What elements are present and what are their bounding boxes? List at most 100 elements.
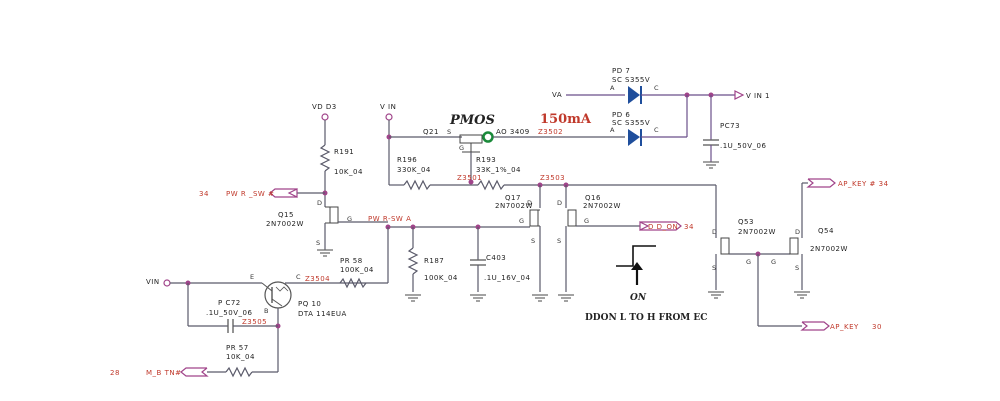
pwr-sw-port-icon — [287, 188, 298, 198]
pd7-pin-a: A — [610, 84, 615, 92]
pc73-ref: PC73 — [720, 122, 740, 130]
port-ap-key-hash: AP_KEY # 34 — [838, 180, 889, 188]
pr58-value: 100K_04 — [340, 266, 374, 274]
ground-icon — [558, 294, 574, 302]
q16-pin-d: D — [557, 199, 562, 207]
q54-pin-g: G — [771, 258, 776, 266]
ground-icon — [703, 161, 719, 169]
pq10-pin-c: C — [296, 273, 301, 281]
q54-mosfet-icon — [789, 237, 799, 255]
ground-icon — [317, 249, 333, 257]
ground-icon — [794, 291, 810, 299]
probe-marker-icon — [482, 131, 494, 143]
pq10-pin-b: B — [264, 307, 268, 315]
net-z3504: Z3504 — [305, 275, 330, 283]
vin1-port-icon — [734, 90, 745, 100]
pd7-ref: PD 7 — [612, 67, 630, 75]
pd6-value: SC S355V — [612, 119, 650, 127]
port-mbtn-num: 28 — [110, 369, 120, 377]
q15-value: 2N7002W — [266, 220, 304, 228]
q54-pin-s: S — [795, 264, 799, 272]
ap-key-hash-port-icon — [806, 178, 836, 188]
q15-pin-g: G — [347, 215, 352, 223]
port-dd-on-num: 34 — [684, 223, 694, 231]
port-ap-key: AP_KEY — [830, 323, 859, 331]
ap-key-port-icon — [800, 321, 830, 331]
r187-ref: R187 — [424, 257, 444, 265]
r193-value: 33K_1%_04 — [476, 166, 521, 174]
q16-value: 2N7002W — [583, 202, 621, 210]
port-vin-top: V IN — [380, 103, 396, 111]
port-va: VA — [552, 91, 562, 99]
q17-ref: Q17 — [505, 194, 521, 202]
q21-ref: Q21 — [423, 128, 439, 136]
pmos-note: PMOS — [449, 113, 495, 128]
pq10-ref: PQ 10 — [298, 300, 321, 308]
pd6-ref: PD 6 — [612, 111, 630, 119]
pq10-section: VIN E C PQ 10 DTA 114EUA B P C72 .1U_50V… — [110, 273, 347, 378]
net-z3505: Z3505 — [242, 318, 267, 326]
on-label: ON — [630, 293, 647, 303]
r191-value: 10K_04 — [334, 168, 363, 176]
q54-ref: Q54 — [818, 227, 834, 235]
pc73-value: .1U_50V_06 — [720, 142, 766, 150]
pq10-value: DTA 114EUA — [298, 310, 347, 318]
mbtn-port-icon — [180, 367, 209, 377]
r193-ref: R193 — [476, 156, 496, 164]
q16-ref: Q16 — [585, 194, 601, 202]
q15-pin-d: D — [317, 199, 322, 207]
port-pwr-sw: PW R _SW # — [226, 190, 274, 198]
q54-pin-d: D — [795, 228, 800, 236]
q16-mosfet-icon — [567, 209, 577, 227]
port-mbtn: M_B TN# — [146, 369, 181, 377]
q16-pin-g: G — [584, 217, 589, 225]
q53-pin-s: S — [712, 264, 716, 272]
q53-pin-d: D — [712, 228, 717, 236]
port-ap-key-num: 30 — [872, 323, 882, 331]
q17-value: 2N7002W — [495, 202, 533, 210]
c403-value: .1U_16V_04 — [484, 274, 530, 282]
pd7-value: SC S355V — [612, 76, 650, 84]
q15-mosfet-icon — [329, 206, 339, 224]
diode-section: VA A C PD 7 SC S355V V IN 1 A C PD 6 SC … — [552, 67, 770, 169]
r196-ref: R196 — [397, 156, 417, 164]
pq10-pin-e: E — [250, 273, 254, 281]
q17-pin-g: G — [519, 217, 524, 225]
ground-icon — [532, 294, 548, 302]
q17-mosfet-icon — [529, 209, 539, 227]
q21-value: AO 3409 — [496, 128, 530, 136]
pd7-diode-icon — [628, 86, 640, 104]
current-note: 150mA — [540, 112, 592, 127]
q53-value: 2N7002W — [738, 228, 776, 236]
pd7-pin-c: C — [654, 84, 659, 92]
q53-mosfet-icon — [720, 237, 730, 255]
r191-ref: R191 — [334, 148, 354, 156]
port-vdd3: VD D3 — [312, 103, 337, 111]
net-z3501: Z3501 — [457, 174, 482, 182]
vin-left-terminal-icon — [163, 279, 171, 287]
r187-value: 100K_04 — [424, 274, 458, 282]
vdd3-terminal-icon — [321, 113, 329, 121]
q16-section: Q16 2N7002W D G S D D_ON 34 ON DDON L TO… — [557, 194, 707, 323]
q17-pin-d: D — [527, 199, 532, 207]
net-z3503: Z3503 — [540, 174, 565, 182]
port-pwr-sw-num: 34 — [199, 190, 209, 198]
pc72-ref: P C72 — [218, 299, 241, 307]
pq10-transistor-icon — [264, 281, 292, 309]
apkey-section: D S Q53 2N7002W G G Q54 2N7002W D S AP_K… — [708, 178, 889, 331]
pd6-pin-c: C — [654, 126, 659, 134]
vin-top-terminal-icon — [385, 113, 393, 121]
q21-pin-s: S — [447, 128, 451, 136]
pr57-ref: PR 57 — [226, 344, 249, 352]
port-vin-left: VIN — [146, 278, 160, 286]
r196-value: 330K_04 — [397, 166, 431, 174]
ddon-note: DDON L TO H FROM EC — [585, 313, 707, 323]
pwr-swa-section: R187 100K_04 C403 .1U_16V_04 Q17 2N7002W… — [305, 194, 548, 302]
pr58-ref: PR 58 — [340, 257, 363, 265]
up-arrow-icon — [631, 262, 643, 270]
ground-icon — [708, 291, 724, 299]
net-pwr-swa: PW R-SW A — [368, 215, 411, 223]
pd6-diode-icon — [628, 129, 640, 146]
ground-icon — [470, 294, 486, 302]
